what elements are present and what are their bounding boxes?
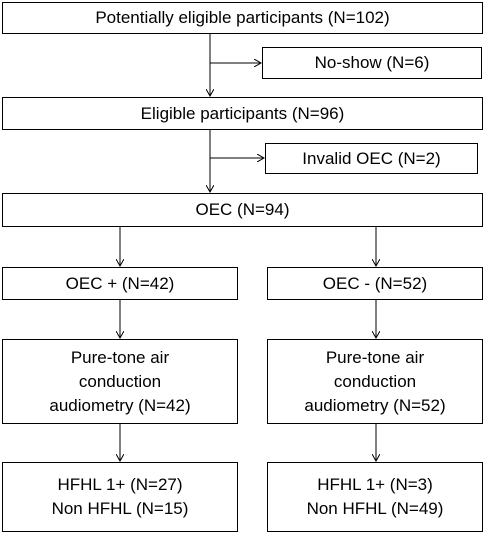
outcome-right-hfhl: HFHL 1+ (N=3) [317,475,433,494]
invalid-oec-box: Invalid OEC (N=2) [265,143,478,174]
outcome-right-box: HFHL 1+ (N=3) Non HFHL (N=49) [267,462,483,532]
outcome-left-non-hfhl: Non HFHL (N=15) [51,499,189,518]
invalid-oec-label: Invalid OEC (N=2) [302,148,441,168]
audiometry-right-line-2: conduction [333,371,417,391]
oec-positive-box: OEC + (N=42) [2,267,238,300]
outcome-left-box: HFHL 1+ (N=27) Non HFHL (N=15) [2,462,238,532]
potentially-eligible-label: Potentially eligible participants (N=102… [95,8,390,27]
oec-label: OEC (N=94) [195,200,290,219]
audiometry-left-line-2: conduction [78,371,162,391]
audiometry-right-line-3: audiometry (N=52) [304,395,446,415]
oec-negative-label: OEC - (N=52) [322,273,428,293]
no-show-label: No-show (N=6) [314,53,430,72]
eligible-box: Eligible participants (N=96) [2,97,483,130]
no-show-box: No-show (N=6) [262,47,482,79]
potentially-eligible-box: Potentially eligible participants (N=102… [2,2,483,34]
oec-positive-label: OEC + (N=42) [65,273,175,293]
audiometry-right-box: Pure-tone air conduction audiometry (N=5… [267,339,483,424]
outcome-left-hfhl: HFHL 1+ (N=27) [57,475,183,494]
outcome-right-non-hfhl: Non HFHL (N=49) [306,499,444,518]
audiometry-left-line-3: audiometry (N=42) [49,395,191,415]
audiometry-left-line-1: Pure-tone air [70,347,170,367]
audiometry-left-box: Pure-tone air conduction audiometry (N=4… [2,339,238,424]
eligible-label: Eligible participants (N=96) [140,103,345,123]
oec-negative-box: OEC - (N=52) [267,267,483,300]
oec-box: OEC (N=94) [2,193,483,227]
audiometry-right-line-1: Pure-tone air [325,347,425,367]
